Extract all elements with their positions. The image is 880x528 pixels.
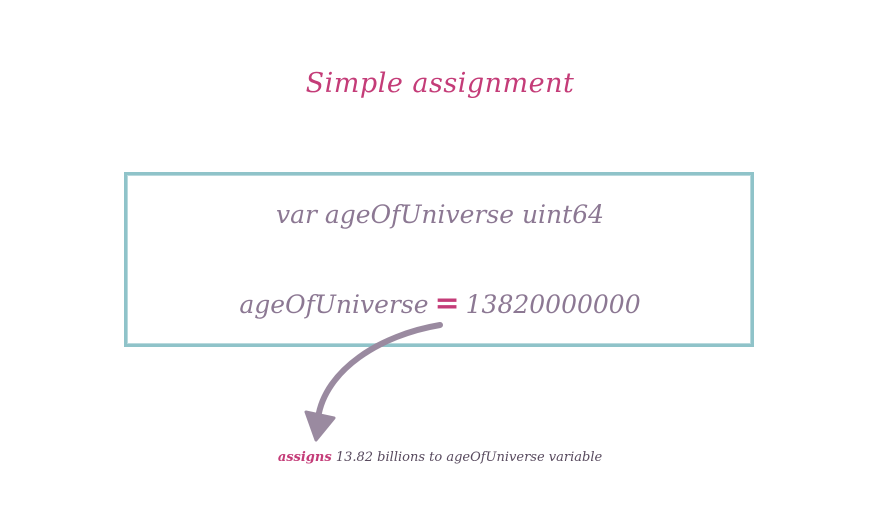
code-assignment: ageOfUniverse=13820000000	[0, 286, 880, 321]
assignment-rhs: 13820000000	[465, 290, 641, 319]
caption-keyword: assigns	[277, 450, 332, 465]
caption: assigns 13.82 billions to ageOfUniverse …	[0, 450, 880, 465]
arrow-shaft	[315, 322, 443, 421]
assignment-lhs: ageOfUniverse	[239, 290, 429, 319]
diagram-title: Simple assignment	[305, 68, 575, 99]
caption-text: 13.82 billions to ageOfUniverse variable	[335, 450, 603, 465]
code-box	[124, 172, 754, 347]
assignment-operator: =	[434, 286, 460, 321]
code-declaration: var ageOfUniverse uint64	[275, 200, 605, 229]
arrow-head	[304, 410, 336, 442]
